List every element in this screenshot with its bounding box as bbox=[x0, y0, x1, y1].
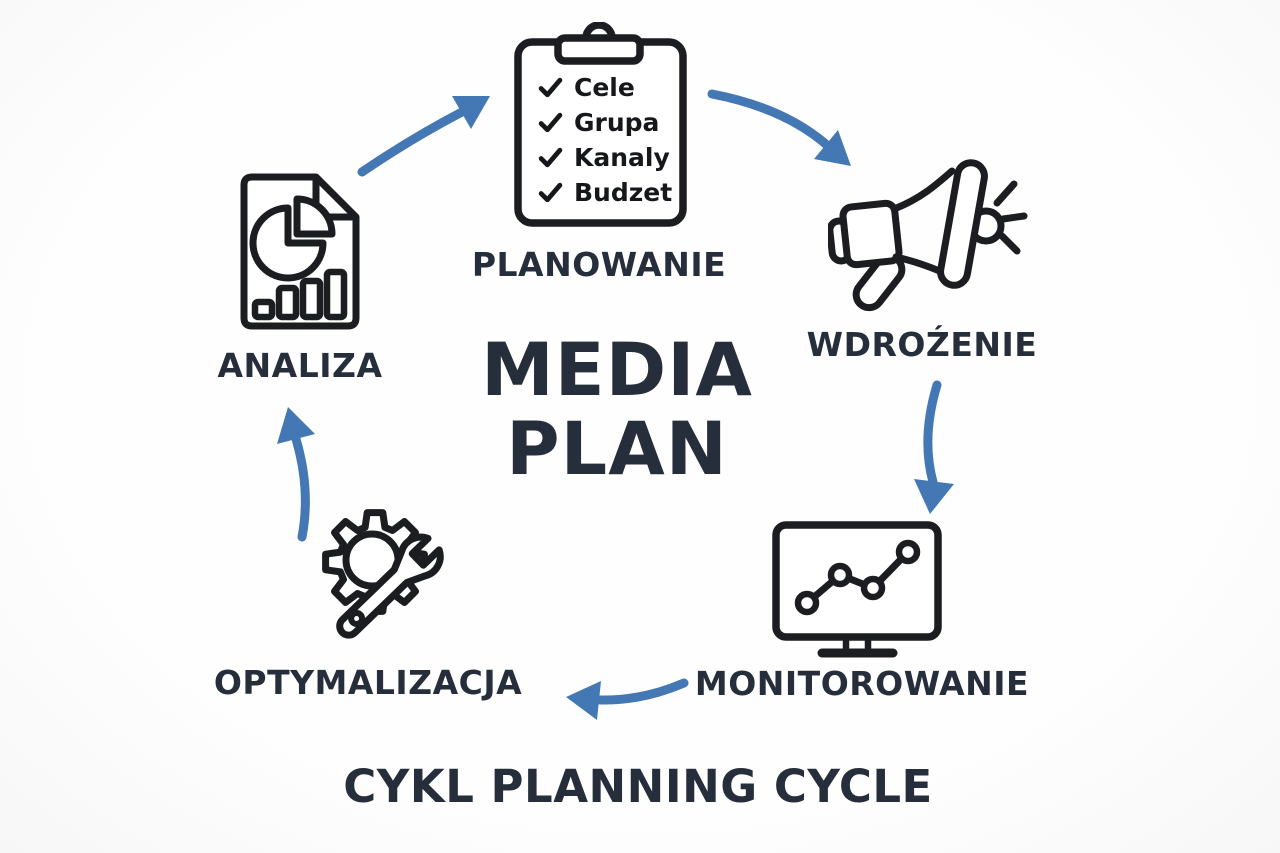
checklist-item: Cele bbox=[538, 70, 672, 105]
arrow-analiza-to-planowanie bbox=[357, 96, 490, 177]
checkmark-icon bbox=[538, 77, 563, 98]
diagram-subtitle: CYKL PLANNING CYCLE bbox=[343, 760, 933, 813]
stage-label-monitorowanie: MONITOROWANIE bbox=[694, 664, 1030, 703]
document-charts-icon bbox=[240, 173, 360, 330]
diagram-title-line2: PLAN bbox=[506, 406, 728, 492]
clipboard-checklist-icon bbox=[514, 22, 687, 227]
checklist-item-label: Grupa bbox=[574, 108, 660, 137]
checkmark-icon bbox=[538, 112, 563, 133]
checklist-item: Grupa bbox=[538, 105, 672, 140]
planowanie-checklist: Cele Grupa Kanaly Budzet bbox=[538, 70, 672, 210]
arrow-monitorowanie-to-optymalizacja bbox=[566, 678, 689, 720]
stage-label-wdrozenie: WDROŹENIE bbox=[806, 325, 1038, 364]
stage-label-optymalizacja: OPTYMALIZACJA bbox=[213, 663, 523, 702]
checkmark-icon bbox=[538, 147, 563, 168]
stage-label-planowanie: PLANOWANIE bbox=[471, 245, 727, 284]
gear-wrench-icon bbox=[322, 509, 444, 639]
megaphone-icon bbox=[828, 159, 1028, 312]
stage-label-analiza: ANALIZA bbox=[217, 346, 383, 385]
checklist-item: Budzet bbox=[538, 175, 672, 210]
monitor-line-chart-icon bbox=[772, 521, 942, 658]
checklist-item: Kanaly bbox=[538, 140, 672, 175]
arrow-wdrozenie-to-monitorowanie bbox=[914, 380, 954, 514]
checkmark-icon bbox=[538, 182, 563, 203]
checklist-item-label: Kanaly bbox=[574, 143, 670, 172]
checklist-item-label: Budzet bbox=[574, 178, 673, 207]
diagram-title: MEDIA PLAN bbox=[481, 328, 753, 492]
checklist-item-label: Cele bbox=[574, 73, 635, 102]
diagram-title-line1: MEDIA bbox=[481, 328, 753, 413]
arrow-optymalizacja-to-analiza bbox=[277, 407, 315, 542]
arrow-planowanie-to-wdrozenie bbox=[707, 89, 851, 166]
